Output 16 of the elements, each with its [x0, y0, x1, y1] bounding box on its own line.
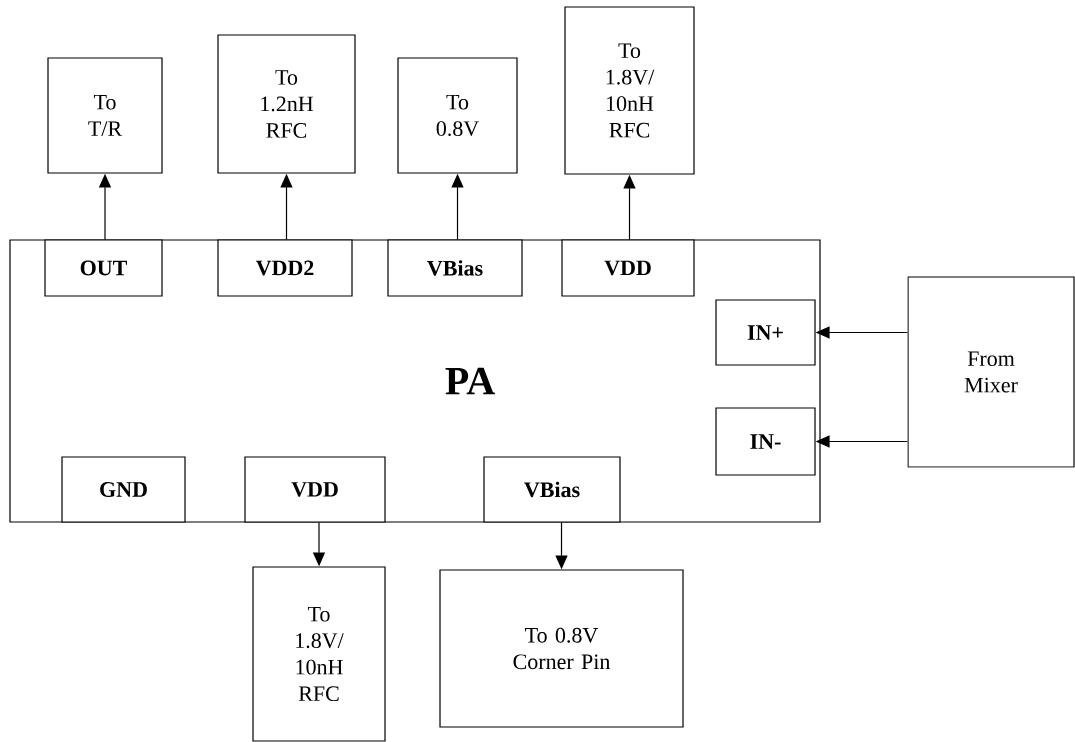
pin-box: IN- [715, 407, 816, 476]
connection-box: To 0.8V [397, 57, 518, 174]
connection-box: To 0.8V Corner Pin [439, 569, 684, 728]
pin-box: VBias [483, 456, 621, 523]
connection-box: To 1.8V/ 10nH RFC [564, 6, 695, 175]
pin-box: VDD2 [217, 239, 353, 297]
pin-box: VBias [387, 239, 523, 297]
pin-box: VDD [561, 239, 695, 297]
connection-box: To 1.2nH RFC [217, 34, 356, 174]
connection-box: To 1.8V/ 10nH RFC [252, 566, 386, 742]
pin-box: OUT [44, 239, 163, 297]
pin-box: GND [61, 456, 186, 523]
pin-box: IN+ [715, 299, 816, 366]
connection-box: From Mixer [907, 276, 1075, 468]
connection-box: To T/R [47, 57, 163, 174]
pin-box: VDD [244, 456, 386, 523]
